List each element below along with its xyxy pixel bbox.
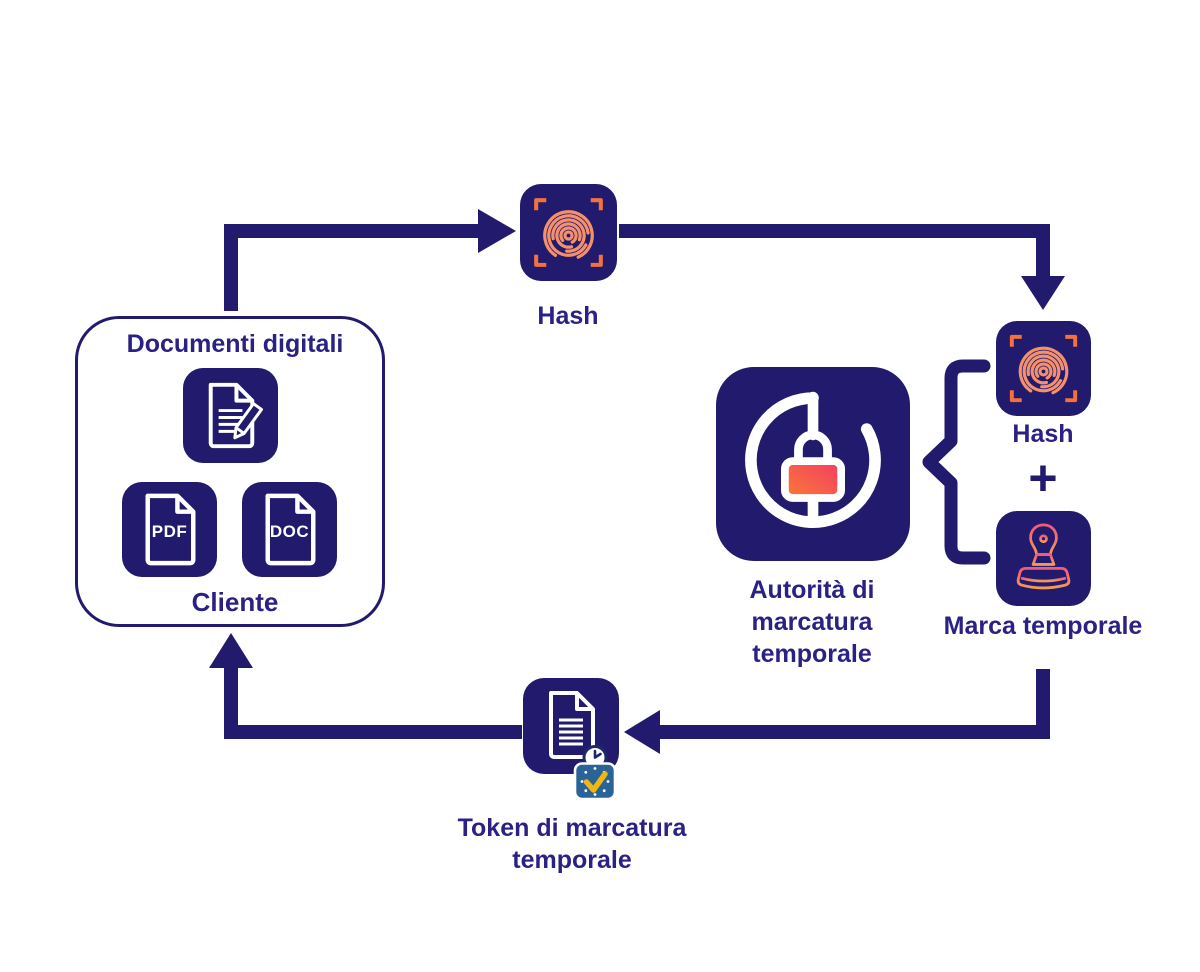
client-box-title: Documenti digitali	[126, 330, 344, 358]
hash-top-label: Hash	[537, 302, 599, 330]
stamp-knob-dot	[1039, 534, 1048, 544]
authority-label-line: Autorità di	[749, 576, 875, 604]
curly-brace-icon	[922, 359, 991, 565]
page-outline	[145, 493, 196, 566]
page-fold	[575, 693, 593, 711]
fingerprint-scan-icon	[534, 198, 603, 267]
page-fold	[175, 495, 194, 514]
authority-label: Autorità di marcatura temporale	[692, 574, 932, 670]
stamp-handle	[1029, 523, 1058, 556]
fingerprint-ridges	[543, 210, 594, 261]
client-box	[75, 316, 385, 627]
page-outline	[208, 382, 255, 449]
token-label: Token di marcatura temporale	[422, 812, 722, 876]
fingerprint-scan-icon	[1009, 334, 1078, 403]
seal-checkmark	[583, 771, 608, 793]
doc-file-label: DOC	[269, 522, 310, 541]
doc-file-icon-square: DOC	[242, 482, 337, 577]
arrow-hash-to-right-line	[619, 224, 1050, 278]
arrowhead-up-icon	[209, 633, 253, 668]
authority-label-line: temporale	[752, 640, 872, 668]
page-outline	[265, 493, 316, 566]
arrowhead-right-icon	[478, 209, 516, 253]
lock-in-circle-icon	[745, 391, 881, 529]
broken-circle	[745, 392, 881, 529]
lock-shackle	[794, 430, 832, 464]
arrowhead-down-icon	[1021, 276, 1065, 310]
rubber-stamp-icon	[1016, 523, 1071, 590]
arrow-client-to-hash-line	[224, 224, 480, 311]
client-label: Cliente	[191, 587, 279, 617]
page-fold	[234, 384, 253, 403]
stamp-neck	[1031, 553, 1056, 566]
pdf-file-icon-square: PDF	[122, 482, 217, 577]
lock-body	[780, 457, 846, 502]
document-pencil-icon	[208, 382, 263, 449]
stamp-label: Marca temporale	[943, 612, 1143, 640]
pdf-file-icon	[145, 493, 196, 566]
hash-right-icon-square	[996, 321, 1091, 416]
scan-brackets	[534, 198, 603, 267]
page-lines	[218, 409, 243, 433]
stamp-icon-square	[996, 511, 1091, 606]
timestamp-seal-icon	[573, 745, 617, 801]
plus-icon: +	[1028, 450, 1058, 506]
arrowhead-left-icon	[624, 710, 660, 754]
arrow-token-to-client-line	[224, 666, 522, 739]
pencil-icon	[233, 402, 263, 440]
digital-document-icon-square	[183, 368, 278, 463]
token-label-line: Token di marcatura	[457, 814, 687, 842]
seal-clock-hands	[593, 749, 602, 759]
arrow-stamp-to-token-line	[659, 669, 1050, 739]
token-label-line: temporale	[512, 846, 632, 874]
stamp-base	[1016, 567, 1071, 590]
scan-brackets	[1009, 334, 1078, 403]
stamp-base-line	[1020, 576, 1067, 583]
page-lines	[559, 718, 583, 746]
hash-top-icon-square	[520, 184, 617, 281]
fingerprint-ridges	[1018, 346, 1069, 397]
hash-right-label: Hash	[1012, 420, 1074, 448]
doc-file-icon	[265, 493, 316, 566]
page-fold	[295, 495, 314, 514]
authority-label-line: marcatura	[751, 608, 873, 636]
pdf-file-label: PDF	[151, 522, 188, 541]
authority-icon-square	[716, 367, 910, 561]
